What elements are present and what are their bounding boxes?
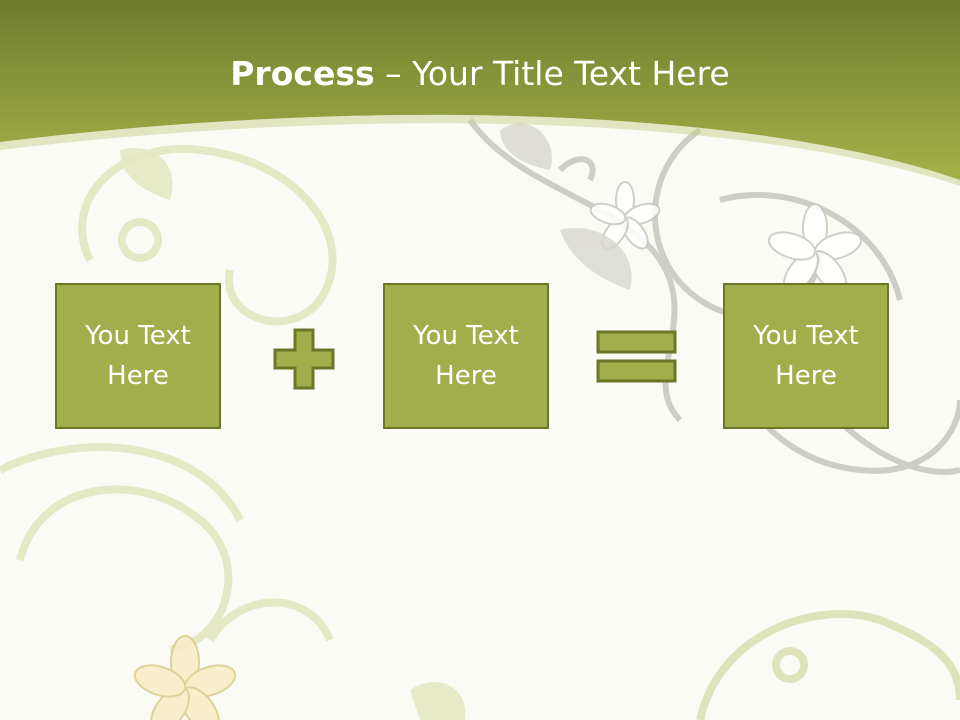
process-box-1-text: You Text Here (85, 321, 191, 391)
process-box-3: You Text Here (723, 283, 889, 429)
process-box-2: You Text Here (383, 283, 549, 429)
equals-icon (596, 330, 677, 383)
plus-icon (273, 328, 335, 390)
process-box-3-text: You Text Here (753, 321, 859, 391)
process-box-1: You Text Here (55, 283, 221, 429)
process-box-2-text: You Text Here (413, 321, 519, 391)
title-rest-part: – Your Title Text Here (374, 54, 730, 93)
title-bold-part: Process (230, 54, 375, 93)
slide-title: Process – Your Title Text Here (0, 52, 960, 96)
